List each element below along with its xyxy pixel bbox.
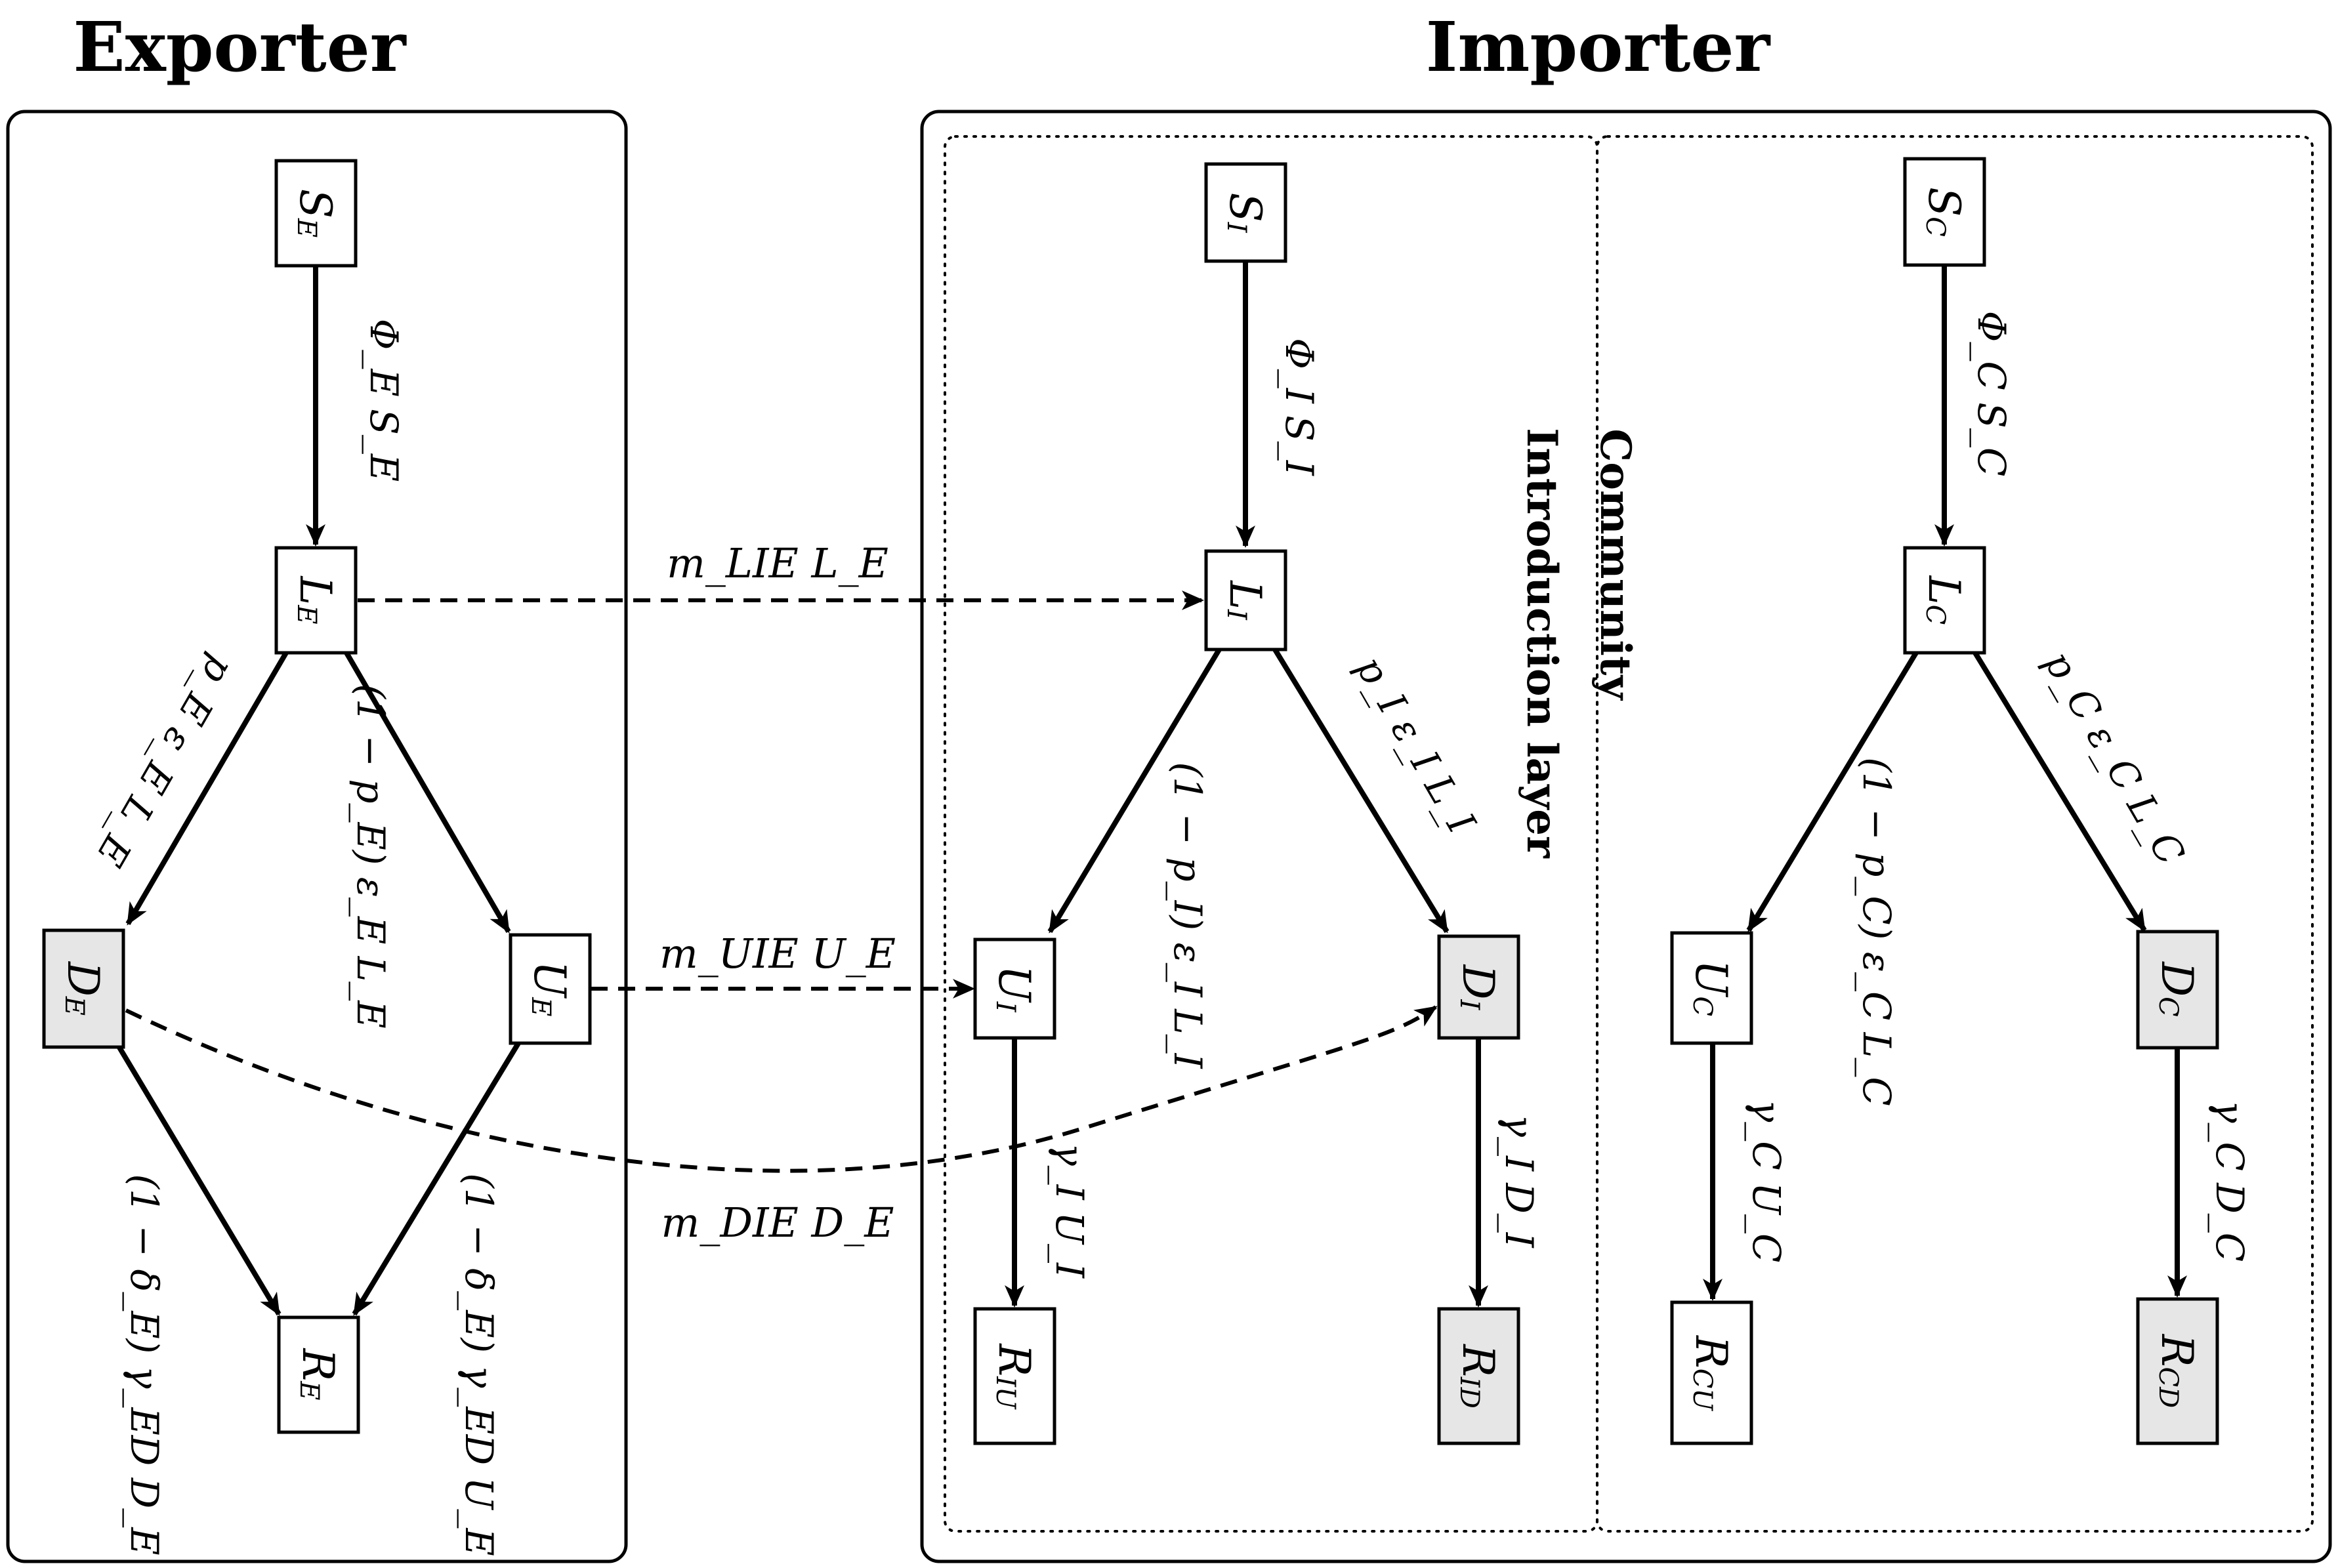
edge-li-di xyxy=(1272,648,1450,934)
community-layer-label: Community xyxy=(1591,428,1640,701)
svg-text:LC: LC xyxy=(1919,575,1970,625)
edge-le-ue xyxy=(344,651,511,934)
svg-text:RE: RE xyxy=(293,1348,344,1401)
node-se[interactable]: SE xyxy=(274,159,358,268)
introduction-layer-region xyxy=(944,135,1598,1533)
label-le-ue: (1 − p_E) ε_E L_E xyxy=(348,684,393,1028)
node-le[interactable]: LE xyxy=(274,546,358,655)
node-re[interactable]: RE xyxy=(277,1315,360,1434)
svg-text:DC: DC xyxy=(2152,961,2203,1017)
svg-text:SE: SE xyxy=(291,189,341,237)
exporter-panel xyxy=(6,110,628,1563)
svg-text:RIU: RIU xyxy=(990,1343,1040,1410)
node-ue[interactable]: UE xyxy=(509,933,592,1045)
label-li-ui: (1 − p_I) ε_I L_I xyxy=(1165,762,1210,1069)
edge-le-de xyxy=(125,651,289,926)
svg-text:DE: DE xyxy=(58,961,109,1016)
label-ui-riu: γ_I U_I xyxy=(1047,1143,1092,1279)
solid-edges xyxy=(114,262,2187,1316)
edge-labels: Φ_E S_E p_E ε_E L_E (1 − p_E) ε_E L_E (1… xyxy=(87,311,2252,1556)
label-uc-rcu: γ_C U_C xyxy=(1744,1100,1789,1263)
node-sc[interactable]: SC xyxy=(1903,157,1986,267)
edge-lc-dc xyxy=(1973,651,2147,932)
node-de[interactable]: DE xyxy=(42,928,125,1049)
label-di-rid: γ_I D_I xyxy=(1497,1114,1541,1248)
svg-text:UE: UE xyxy=(525,961,575,1017)
label-le-li: m_LIE L_E xyxy=(667,539,888,587)
edge-de-di xyxy=(125,1005,1438,1173)
label-ue-ui: m_UIE U_E xyxy=(659,930,896,978)
node-riu[interactable]: RIU xyxy=(973,1307,1056,1445)
svg-text:RID: RID xyxy=(1453,1344,1504,1409)
svg-text:SI: SI xyxy=(1221,192,1271,233)
edge-ue-re xyxy=(352,1041,521,1316)
label-de-re: (1 − δ_E) γ_ED D_E xyxy=(122,1174,167,1555)
introduction-layer-label: Introduction layer xyxy=(1517,428,1566,859)
label-sc-lc: Φ_C S_C xyxy=(1969,311,2014,476)
importer-title: Importer xyxy=(1426,7,1771,87)
label-lc-dc: p_C ε_C L_C xyxy=(2035,643,2194,872)
svg-text:RCD: RCD xyxy=(2152,1334,2203,1408)
label-lc-uc: (1 − p_C) ε_C L_C xyxy=(1854,757,1899,1105)
label-de-di: m_DIE D_E xyxy=(661,1199,894,1247)
dashed-edges xyxy=(125,590,1438,1173)
node-li[interactable]: LI xyxy=(1204,549,1287,651)
svg-text:LE: LE xyxy=(291,575,341,624)
svg-text:SC: SC xyxy=(1919,187,1970,237)
svg-text:UC: UC xyxy=(1686,960,1737,1016)
svg-text:LI: LI xyxy=(1221,580,1271,621)
node-dc[interactable]: DC xyxy=(2136,930,2219,1050)
svg-text:RCU: RCU xyxy=(1686,1335,1737,1411)
label-si-li: Φ_I S_I xyxy=(1277,338,1322,476)
node-rid[interactable]: RID xyxy=(1437,1307,1520,1445)
label-ue-re: (1 − δ_E) γ_ED U_E xyxy=(457,1173,501,1556)
nodes: SE LE DE UE RE SI LI UI xyxy=(42,157,2219,1445)
importer-panel xyxy=(920,110,2332,1563)
edge-li-ui xyxy=(1047,648,1222,934)
community-layer-region xyxy=(1596,135,2314,1533)
node-si[interactable]: SI xyxy=(1204,162,1287,263)
label-li-di: p_I ε_I L_I xyxy=(1347,648,1484,841)
node-uc[interactable]: UC xyxy=(1670,931,1753,1045)
edge-lc-uc xyxy=(1746,651,1919,932)
node-rcu[interactable]: RCU xyxy=(1670,1300,1753,1445)
svg-text:DI: DI xyxy=(1453,964,1504,1011)
svg-text:UI: UI xyxy=(990,965,1040,1013)
node-ui[interactable]: UI xyxy=(973,938,1056,1040)
exporter-title: Exporter xyxy=(73,7,406,87)
label-se-le: Φ_E S_E xyxy=(362,319,406,482)
node-rcd[interactable]: RCD xyxy=(2136,1297,2219,1445)
edge-de-re xyxy=(114,1041,282,1316)
node-lc[interactable]: LC xyxy=(1903,546,1986,655)
node-di[interactable]: DI xyxy=(1437,934,1520,1040)
label-dc-rcd: γ_C D_C xyxy=(2207,1100,2252,1262)
